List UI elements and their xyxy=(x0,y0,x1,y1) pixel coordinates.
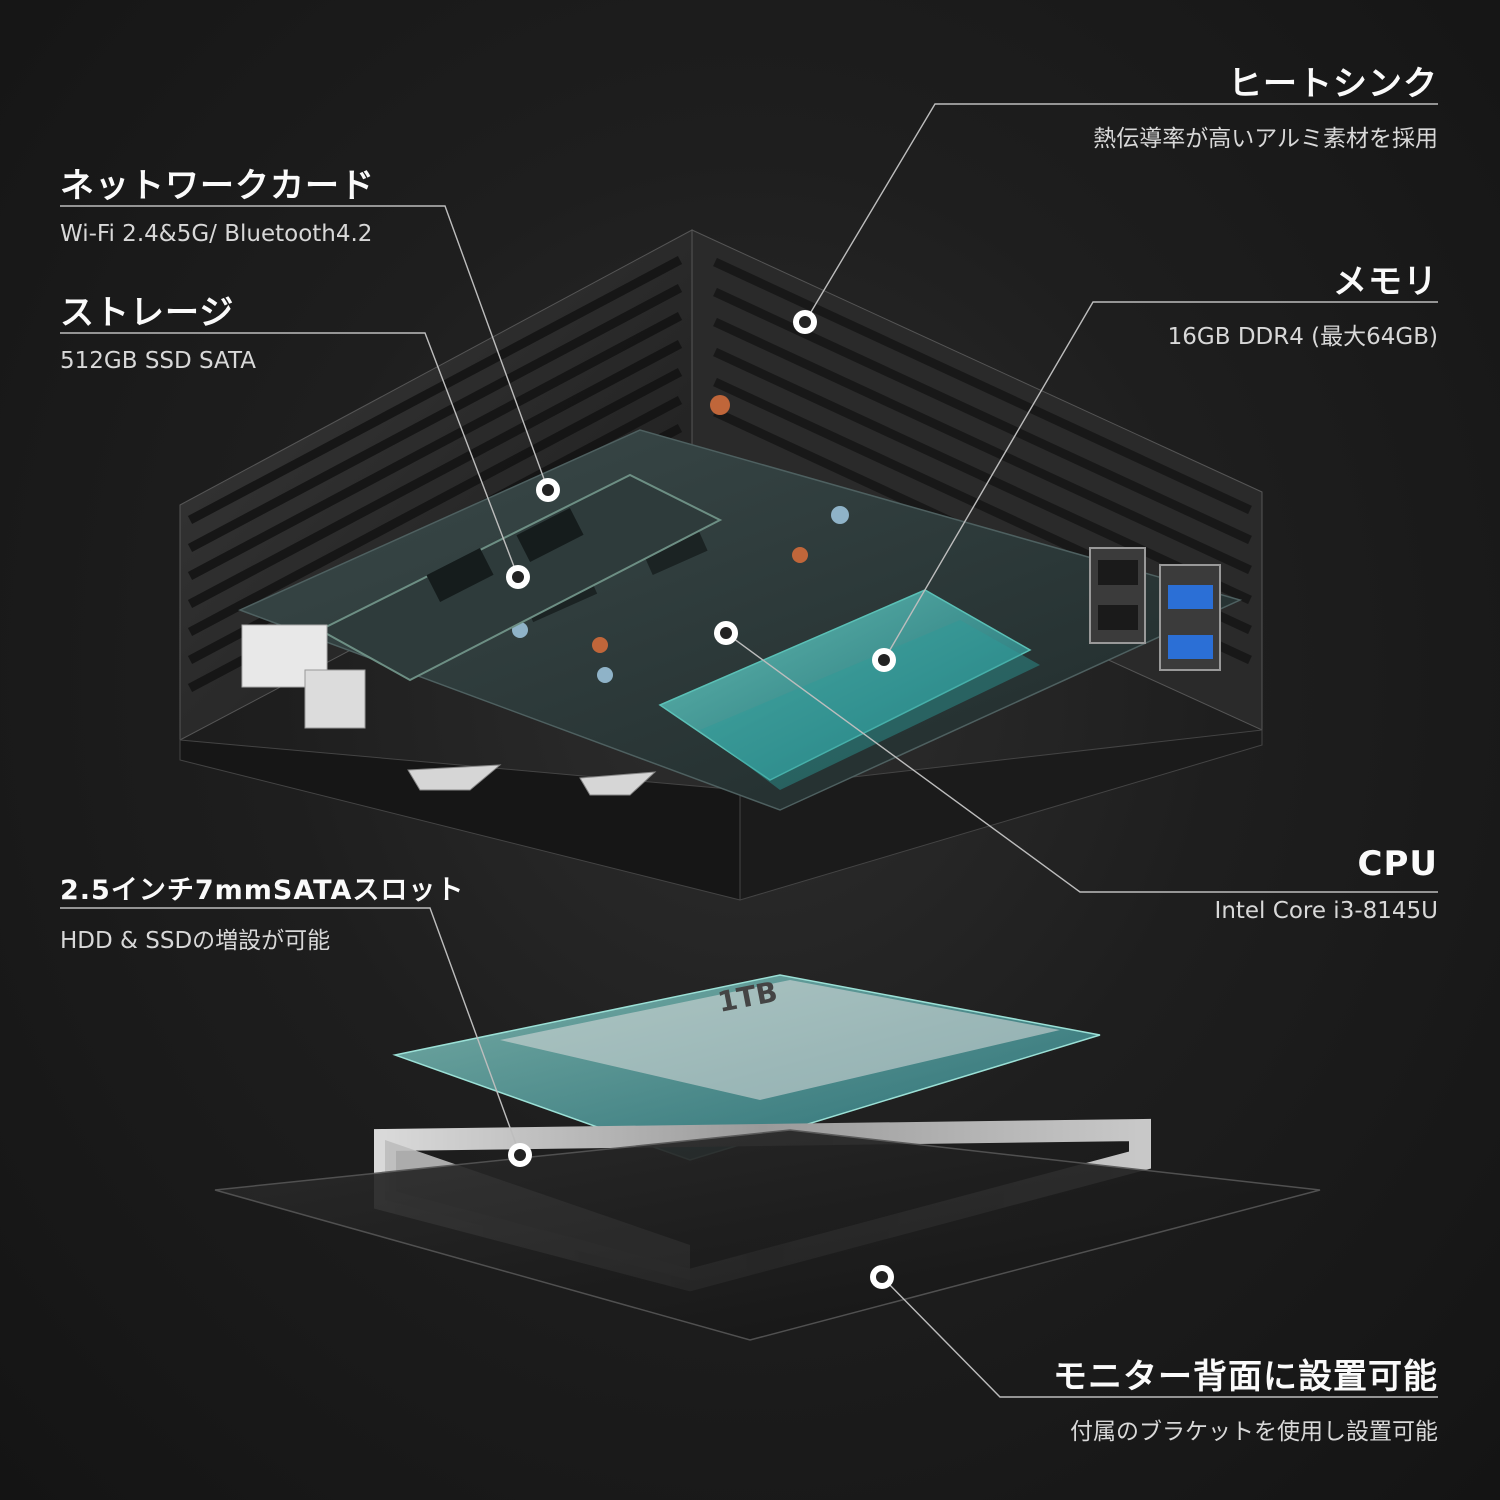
memory-marker xyxy=(872,648,896,672)
storage-title: ストレージ xyxy=(60,293,235,333)
callout-lines xyxy=(60,103,1438,1398)
vesa-plate xyxy=(214,1129,1321,1341)
sata-desc: HDD & SSDの増設が可能 xyxy=(60,928,331,954)
callout-heatsink: ヒートシンク 熱伝導率が高いアルミ素材を採用 xyxy=(1093,56,1438,153)
heatsink-line xyxy=(804,103,1438,323)
heatsink-desc: 熱伝導率が高いアルミ素材を採用 xyxy=(1093,126,1438,152)
usb-ports-right xyxy=(1089,547,1221,671)
network-marker xyxy=(536,478,560,502)
vesa-title: モニター背面に設置可能 xyxy=(1053,1357,1438,1397)
storage-desc: 512GB SSD SATA xyxy=(60,348,257,374)
storage-line xyxy=(60,332,519,578)
callout-sata-slot: 2.5インチ7mmSATAスロット HDD & SSDの増設が可能 xyxy=(60,868,464,955)
vesa-line xyxy=(881,1276,1438,1398)
heatsink-title: ヒートシンク xyxy=(1228,64,1438,104)
memory-desc: 16GB DDR4 (最大64GB) xyxy=(1167,324,1438,350)
vesa-desc: 付属のブラケットを使用し設置可能 xyxy=(1070,1419,1438,1445)
hdmi-ports xyxy=(407,764,657,796)
network-title: ネットワークカード xyxy=(60,166,375,206)
callout-markers xyxy=(506,310,896,1289)
network-line xyxy=(60,205,549,491)
sata-line xyxy=(60,907,521,1156)
heatsink-marker xyxy=(793,310,817,334)
ethernet-port-left xyxy=(241,624,366,729)
storage-marker xyxy=(506,565,530,589)
cpu-desc: Intel Core i3-8145U xyxy=(1214,898,1438,924)
callout-memory: メモリ 16GB DDR4 (最大64GB) xyxy=(1168,254,1438,351)
ram-module xyxy=(658,589,1040,790)
memory-title: メモリ xyxy=(1333,262,1438,302)
callout-network-card: ネットワークカード Wi-Fi 2.4&5G/ Bluetooth4.2 xyxy=(60,158,375,247)
sata-title: 2.5インチ7mmSATAスロット xyxy=(60,875,465,906)
sata-marker xyxy=(508,1143,532,1167)
memory-line xyxy=(883,301,1438,661)
callout-storage: ストレージ 512GB SSD SATA xyxy=(60,285,256,374)
vesa-marker xyxy=(870,1265,894,1289)
callout-monitor-mount: モニター背面に設置可能 付属のブラケットを使用し設置可能 xyxy=(1053,1349,1438,1446)
cpu-title: CPU xyxy=(1357,844,1438,884)
cpu-line xyxy=(725,632,1438,893)
network-desc: Wi-Fi 2.4&5G/ Bluetooth4.2 xyxy=(60,221,373,247)
hdd-drive: 1TB xyxy=(392,974,1101,1161)
cpu-marker xyxy=(714,621,738,645)
callout-cpu: CPU Intel Core i3-8145U xyxy=(1215,844,1438,924)
